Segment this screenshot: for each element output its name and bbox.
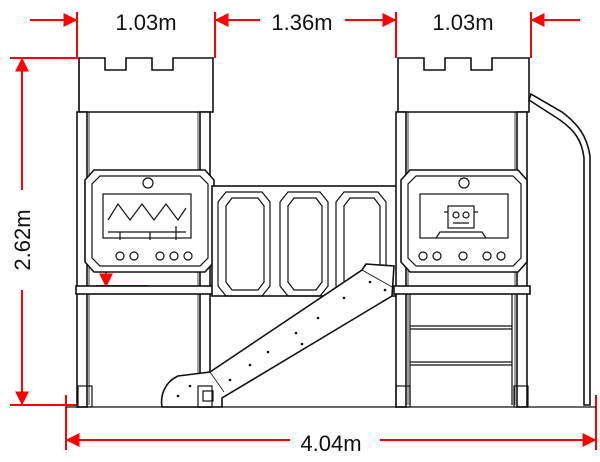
dim-top-right: 1.03m	[432, 10, 493, 35]
right-tower	[393, 57, 531, 408]
dim-top-middle: 1.36m	[271, 10, 332, 35]
dim-total-width: 4.04m	[300, 431, 361, 456]
dim-top-left: 1.03m	[115, 10, 176, 35]
ground	[66, 385, 596, 408]
dim-total-height: 2.62m	[10, 209, 35, 270]
slide	[160, 263, 395, 408]
handrail	[528, 92, 591, 406]
robot-face-panel-icon	[419, 193, 509, 239]
left-tower	[75, 57, 217, 408]
wave-panel-icon	[102, 193, 192, 239]
